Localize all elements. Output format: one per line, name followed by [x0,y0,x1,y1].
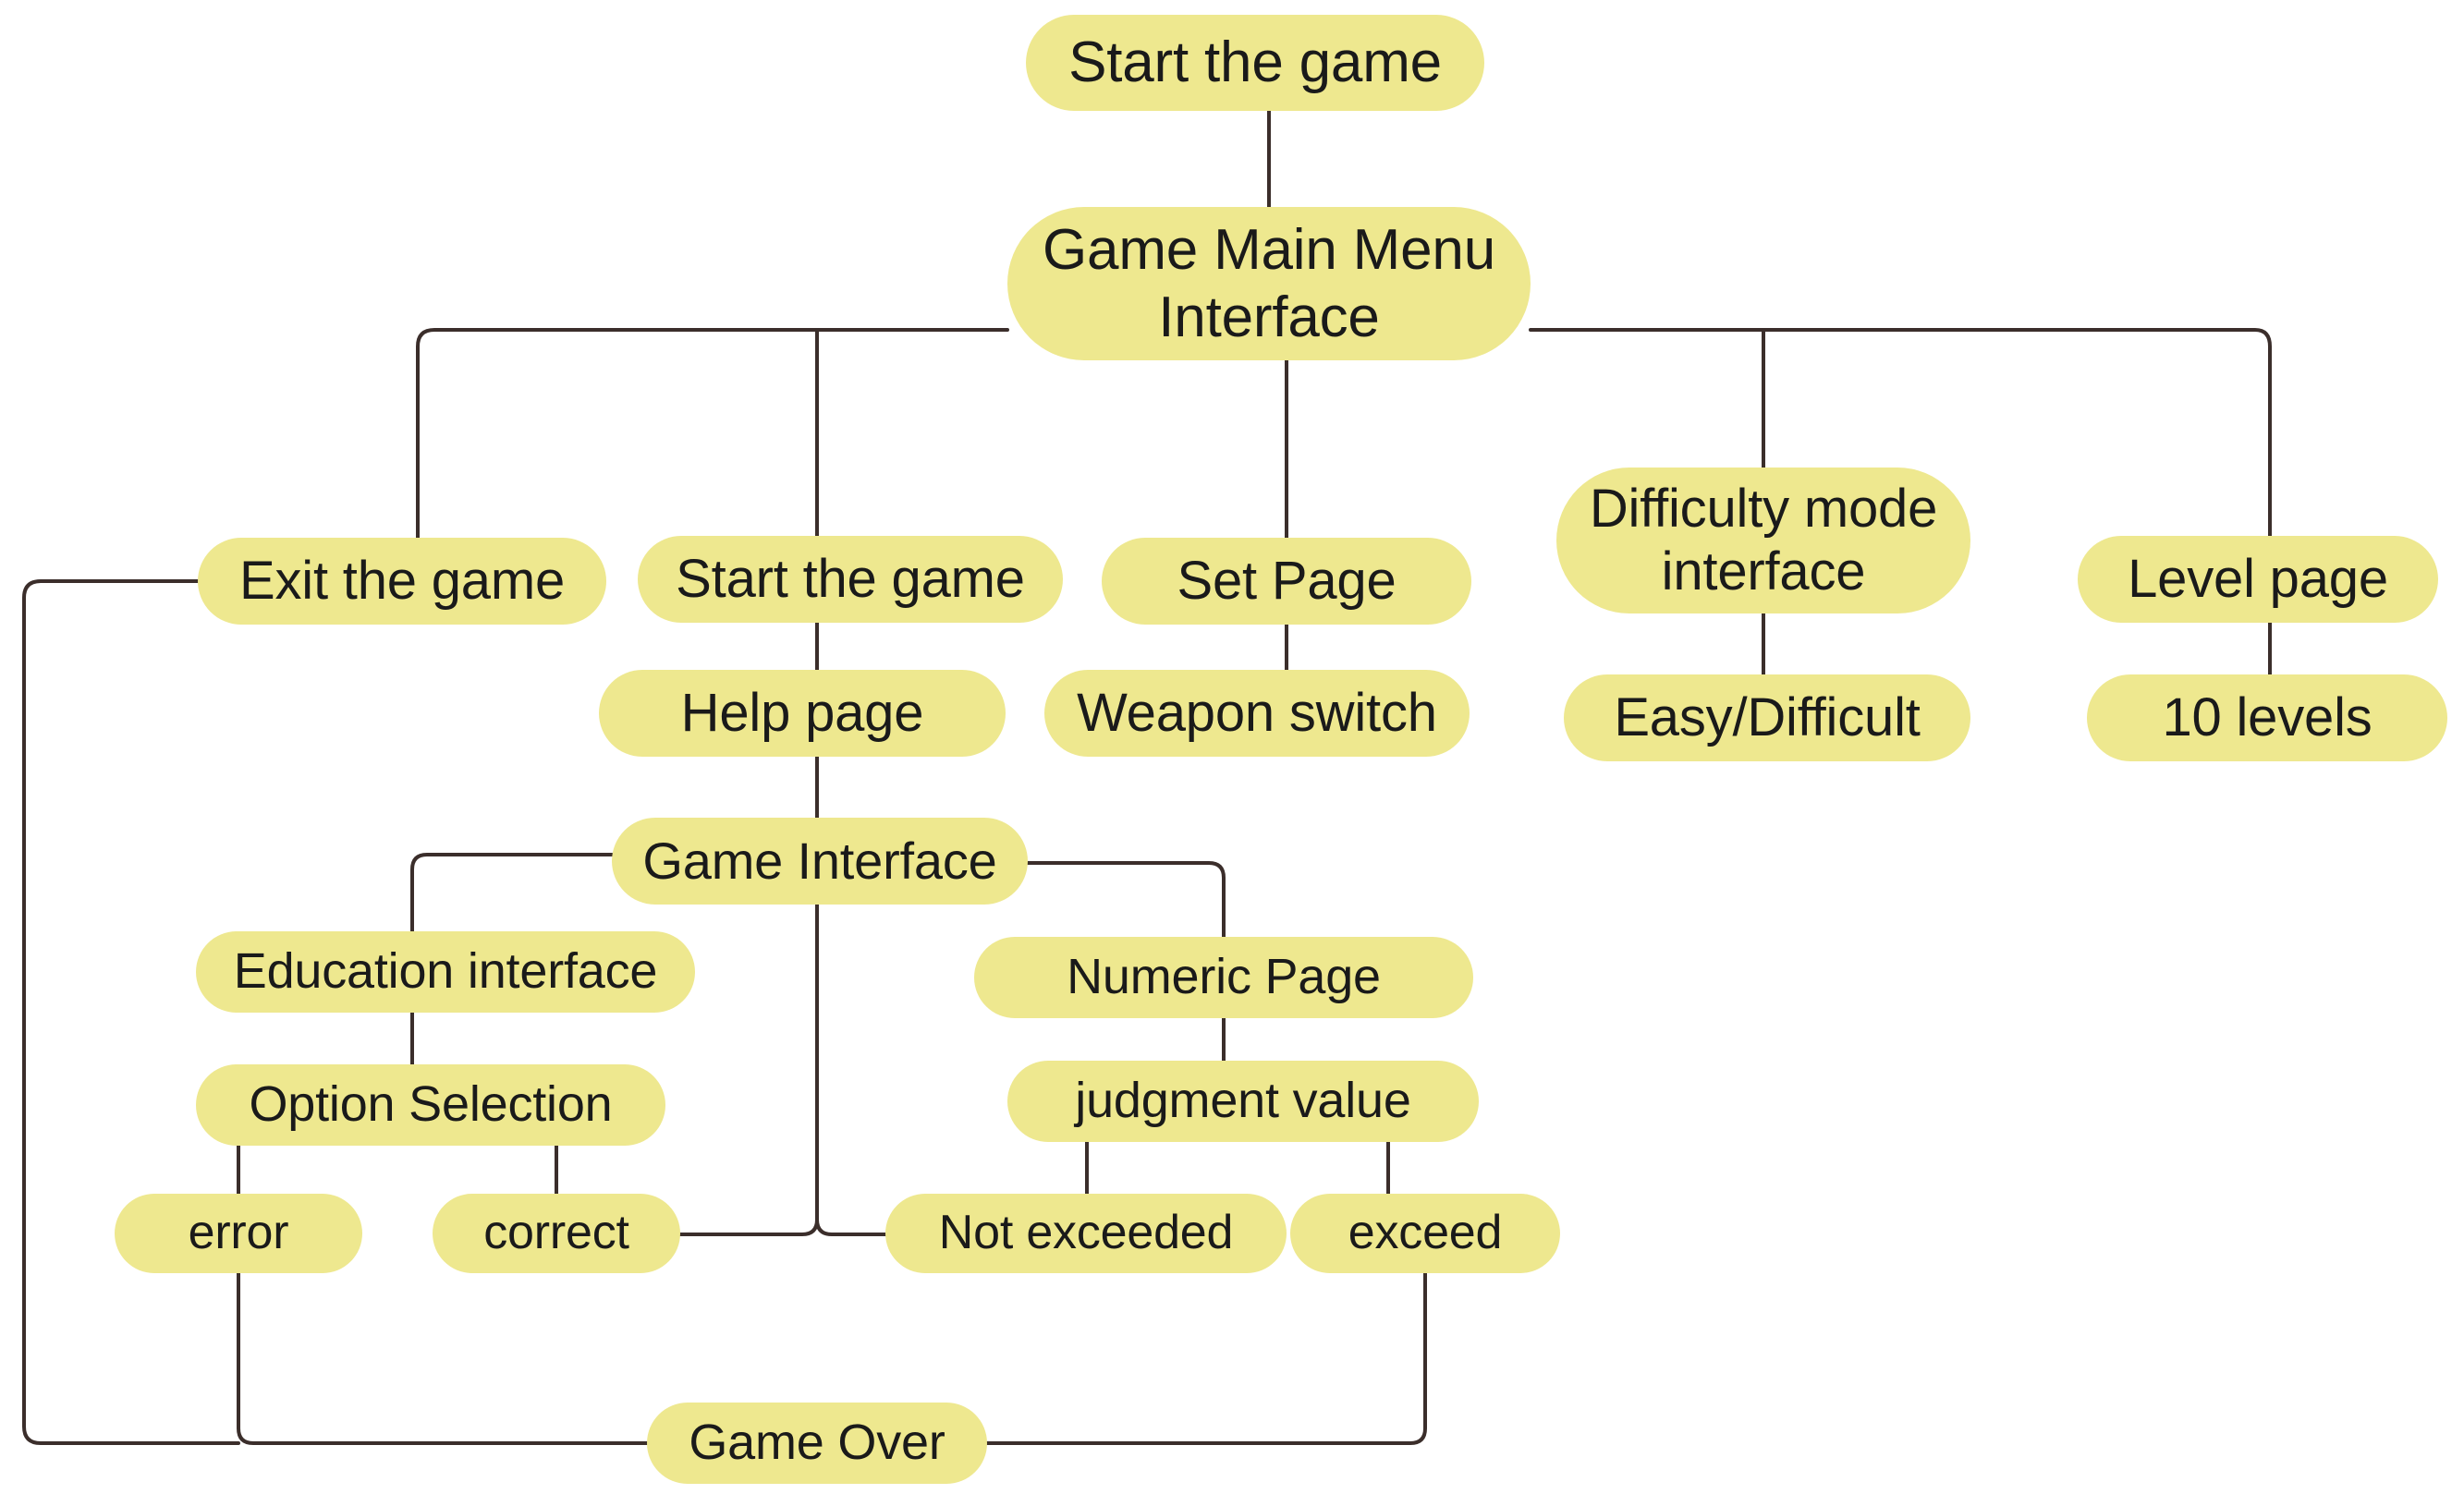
edge-exceed-to-gameover [985,1271,1427,1445]
node-game-interface[interactable]: Game Interface [612,818,1028,905]
node-level-page[interactable]: Level page [2078,536,2438,623]
edge-gameover-to-exit [22,579,240,1445]
node-help-page[interactable]: Help page [599,670,1006,757]
edge-error-to-gameover [237,1271,649,1445]
edge-feedback-riser [815,903,887,1236]
node-exit-the-game[interactable]: Exit the game [198,538,606,625]
node-not-exceeded[interactable]: Not exceeded [885,1194,1287,1273]
edge-gameinterface-to-numeric [1026,861,1226,939]
edge-gameinterface-to-education [410,853,614,933]
node-start-the-game[interactable]: Start the game [1026,15,1484,111]
node-game-main-menu[interactable]: Game Main Menu Interface [1007,207,1531,360]
node-ten-levels[interactable]: 10 levels [2087,674,2447,761]
node-weapon-switch[interactable]: Weapon switch [1044,670,1470,757]
node-start-the-game-2[interactable]: Start the game [638,536,1063,623]
node-error[interactable]: error [115,1194,362,1273]
node-numeric-page[interactable]: Numeric Page [974,937,1473,1018]
edge-correct-loop [678,1218,819,1236]
node-game-over[interactable]: Game Over [647,1403,987,1484]
node-exceed[interactable]: exceed [1290,1194,1560,1273]
node-education-interface[interactable]: Education interface [196,931,695,1013]
node-correct[interactable]: correct [433,1194,680,1273]
node-option-selection[interactable]: Option Selection [196,1064,665,1146]
node-easy-difficult[interactable]: Easy/Difficult [1564,674,1970,761]
node-difficulty-mode[interactable]: Difficulty mode interface [1556,468,1970,613]
node-judgment-value[interactable]: judgment value [1007,1061,1479,1142]
node-set-page[interactable]: Set Page [1102,538,1471,625]
edge-mainmenu-bus-left [416,328,1009,540]
